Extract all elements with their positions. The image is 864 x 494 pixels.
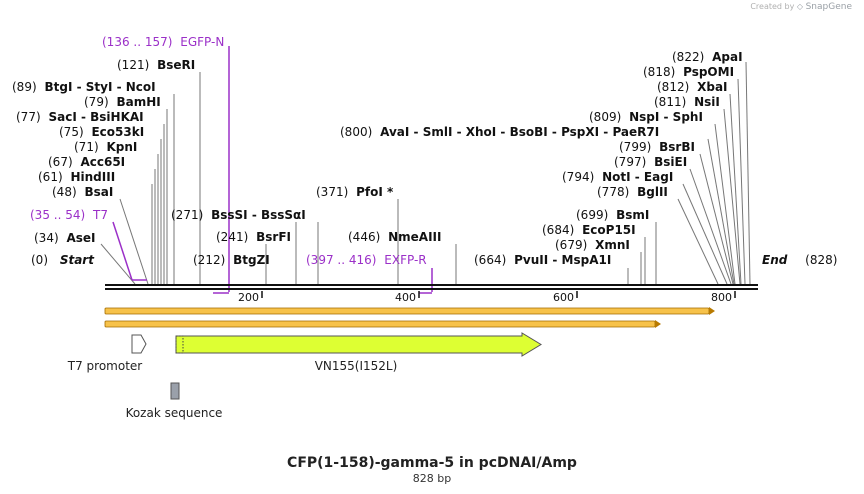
site-label-nsii[interactable]: (811) NsiI bbox=[654, 95, 720, 109]
site-label-bsrbi[interactable]: (799) BsrBI bbox=[619, 140, 695, 154]
site-label-acc65i[interactable]: (67) Acc65I bbox=[48, 155, 125, 169]
site-label-btgi[interactable]: (89) BtgI - StyI - NcoI bbox=[12, 80, 156, 94]
site-label-bamhi[interactable]: (79) BamHI bbox=[84, 95, 161, 109]
tick-label: 400 bbox=[395, 291, 416, 304]
primer-label-t7[interactable]: (35 .. 54) T7 bbox=[30, 208, 108, 222]
feature-labels: T7 promoter VN155(I152L) Kozak sequence bbox=[67, 359, 398, 420]
site-label-btgzi[interactable]: (212) BtgZI bbox=[193, 253, 270, 267]
site-label-end[interactable]: End (828) bbox=[762, 253, 837, 267]
primer-label-egfp-n[interactable]: (136 .. 157) EGFP-N bbox=[102, 35, 224, 49]
credit-prefix: Created by bbox=[750, 2, 795, 11]
map-title: CFP(1-158)-gamma-5 in pcDNAI/Amp bbox=[287, 455, 577, 471]
ruler-labels: 200 400 600 800 bbox=[238, 291, 732, 304]
site-label-bsmi[interactable]: (699) BsmI bbox=[576, 208, 649, 222]
label-connectors bbox=[100, 61, 751, 285]
snapgene-logo-icon: ◇ bbox=[796, 2, 804, 11]
site-label-bsiei[interactable]: (797) BsiEI bbox=[614, 155, 687, 169]
credit-brand: SnapGene bbox=[805, 2, 852, 12]
site-label-kpni[interactable]: (71) KpnI bbox=[74, 140, 137, 154]
site-label-saci[interactable]: (77) SacI - BsiHKAI bbox=[16, 110, 144, 124]
site-label-bsssi[interactable]: (271) BssSI - BssSαI bbox=[171, 208, 306, 222]
primer-markers bbox=[112, 46, 433, 294]
site-label-start[interactable]: (0) Start bbox=[31, 253, 95, 267]
ruler-ticks bbox=[261, 291, 736, 298]
site-label-ava-group[interactable]: (800) AvaI - SmlI - XhoI - BsoBI - PspXI… bbox=[340, 125, 659, 139]
vn155-label: VN155(I152L) bbox=[315, 359, 398, 373]
kozak-feature[interactable] bbox=[170, 382, 180, 400]
primer-label-exfp-r[interactable]: (397 .. 416) EXFP-R bbox=[306, 253, 427, 267]
tick-label: 800 bbox=[711, 291, 732, 304]
site-label-bsai[interactable]: (48) BsaI bbox=[52, 185, 113, 199]
tick-label: 600 bbox=[553, 291, 574, 304]
backbone-bands[interactable] bbox=[104, 307, 715, 328]
site-label-bsrfi[interactable]: (241) BsrFI bbox=[216, 230, 291, 244]
site-label-bseri[interactable]: (121) BseRI bbox=[117, 58, 195, 72]
snapgene-credit: Created by ◇ SnapGene bbox=[750, 2, 852, 12]
site-label-pspomi[interactable]: (818) PspOMI bbox=[643, 65, 734, 79]
site-labels: (136 .. 157) EGFP-N (35 .. 54) T7 (397 .… bbox=[12, 35, 837, 267]
sequence-backbone[interactable] bbox=[105, 284, 758, 290]
site-label-nspi[interactable]: (809) NspI - SphI bbox=[589, 110, 703, 124]
vn155-feature[interactable] bbox=[175, 332, 542, 357]
site-label-asei[interactable]: (34) AseI bbox=[34, 231, 96, 245]
site-label-ecop15i[interactable]: (684) EcoP15I bbox=[542, 223, 636, 237]
site-label-noti[interactable]: (794) NotI - EagI bbox=[562, 170, 673, 184]
site-label-xmni[interactable]: (679) XmnI bbox=[555, 238, 630, 252]
site-label-nmeaiii[interactable]: (446) NmeAIII bbox=[348, 230, 441, 244]
site-label-bglii[interactable]: (778) BglII bbox=[597, 185, 668, 199]
t7-promoter-feature[interactable] bbox=[131, 334, 147, 354]
site-label-xbai[interactable]: (812) XbaI bbox=[657, 80, 728, 94]
t7-promoter-label: T7 promoter bbox=[67, 359, 143, 373]
site-label-pvuii[interactable]: (664) PvuII - MspA1I bbox=[474, 253, 611, 267]
kozak-label: Kozak sequence bbox=[126, 406, 223, 420]
site-label-hindiii[interactable]: (61) HindIII bbox=[38, 170, 115, 184]
tick-label: 200 bbox=[238, 291, 259, 304]
site-label-apai[interactable]: (822) ApaI bbox=[672, 50, 743, 64]
site-label-eco53ki[interactable]: (75) Eco53kI bbox=[59, 125, 144, 139]
site-label-pfoi[interactable]: (371) PfoI * bbox=[316, 185, 394, 199]
map-subtitle: 828 bp bbox=[412, 472, 452, 485]
